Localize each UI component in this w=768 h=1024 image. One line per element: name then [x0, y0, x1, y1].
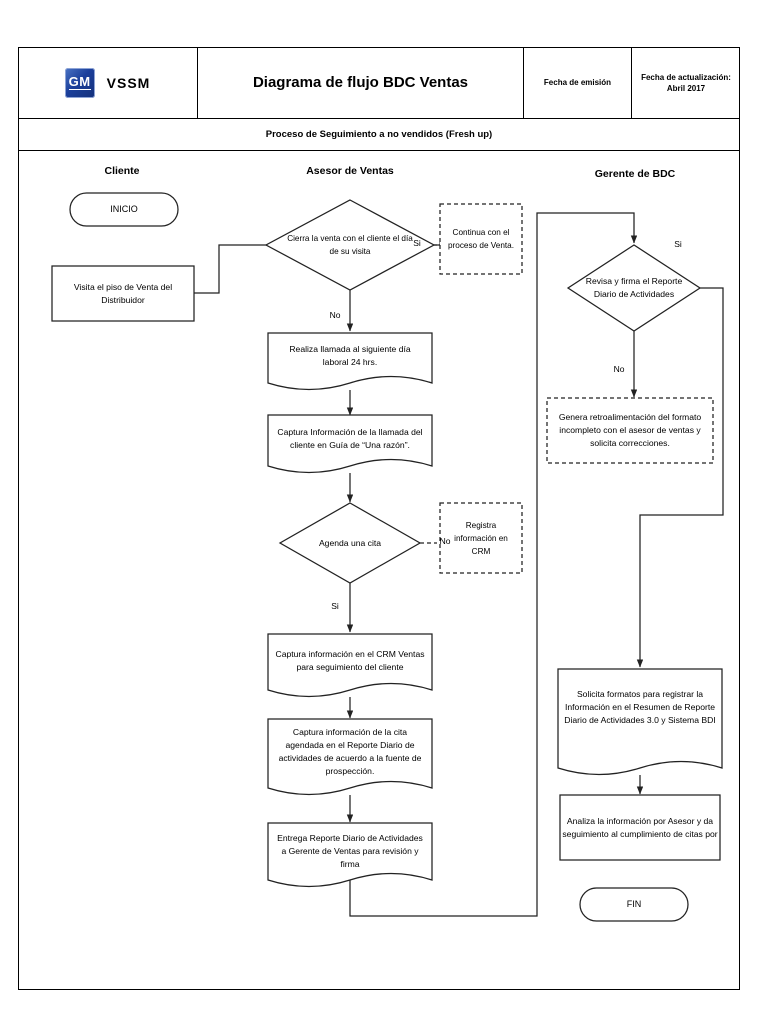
- edge-label-si-cierra: Si: [413, 238, 421, 248]
- gm-logo-icon: GM: [64, 67, 95, 98]
- title-cell: Diagrama de flujo BDC Ventas: [198, 47, 524, 118]
- brand-label: VSSM: [106, 74, 151, 91]
- lane-header-cliente: Cliente: [104, 165, 140, 177]
- brand-cell: GM VSSM: [18, 47, 198, 118]
- edge-label-no-agenda: No: [439, 536, 451, 546]
- lane-header-gerente: Gerente de BDC: [594, 168, 676, 180]
- edge-label-no-revisa: No: [613, 364, 625, 374]
- update-date-value: Abril 2017: [666, 83, 706, 93]
- emission-date-cell: Fecha de emisión: [524, 47, 632, 118]
- diagram-outer-border: [18, 47, 740, 990]
- edge-label-si-revisa: Si: [674, 239, 682, 249]
- page-title: Diagrama de flujo BDC Ventas: [252, 74, 469, 91]
- process-subtitle-band: Proceso de Seguimiento a no vendidos (Fr…: [18, 119, 740, 151]
- lane-header-asesor: Asesor de Ventas: [306, 165, 394, 177]
- update-date-cell: Fecha de actualización: Abril 2017: [632, 47, 740, 118]
- edge-label-no-cierra: No: [329, 310, 341, 320]
- gm-logo-mark: GM: [68, 74, 91, 90]
- update-date-label: Fecha de actualización:: [641, 72, 731, 82]
- document-header: GM VSSM Diagrama de flujo BDC Ventas Fec…: [18, 47, 740, 119]
- process-subtitle: Proceso de Seguimiento a no vendidos (Fr…: [265, 129, 493, 140]
- emission-date-label: Fecha de emisión: [543, 78, 612, 87]
- edge-label-si-agenda: Si: [331, 601, 339, 611]
